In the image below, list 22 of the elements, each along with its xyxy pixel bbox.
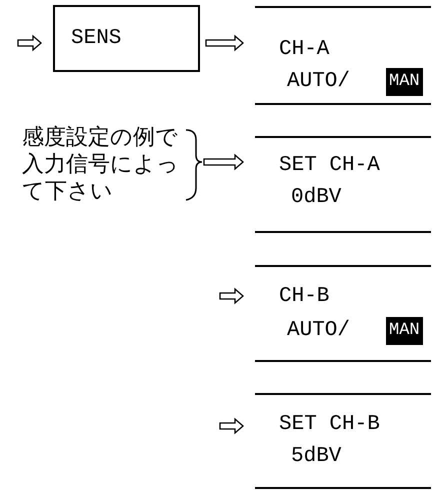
highlighted-option: MAN — [386, 68, 423, 96]
display-text: AUTO/ — [287, 70, 350, 94]
arrow — [205, 34, 244, 52]
display-text: SENS — [71, 27, 122, 51]
arrow — [219, 418, 244, 434]
display-panel — [255, 6, 431, 105]
display-text: CH-B — [279, 285, 330, 309]
display-text: AUTO/ — [287, 319, 350, 343]
display-text: SET CH-A — [279, 154, 380, 178]
note-text: 感度設定の例で入力信号によって下さい — [22, 124, 182, 206]
arrow — [17, 34, 42, 52]
display-text: SET CH-B — [279, 413, 380, 437]
arrow — [203, 154, 244, 170]
display-text: 0dBV — [291, 186, 342, 210]
display-panel — [255, 393, 431, 489]
display-panel — [255, 265, 431, 362]
display-text: CH-A — [279, 38, 330, 62]
highlighted-option: MAN — [386, 317, 423, 345]
display-panel — [255, 136, 431, 233]
menu-box — [53, 5, 200, 72]
arrow — [219, 288, 244, 304]
display-text: 5dBV — [291, 445, 342, 469]
